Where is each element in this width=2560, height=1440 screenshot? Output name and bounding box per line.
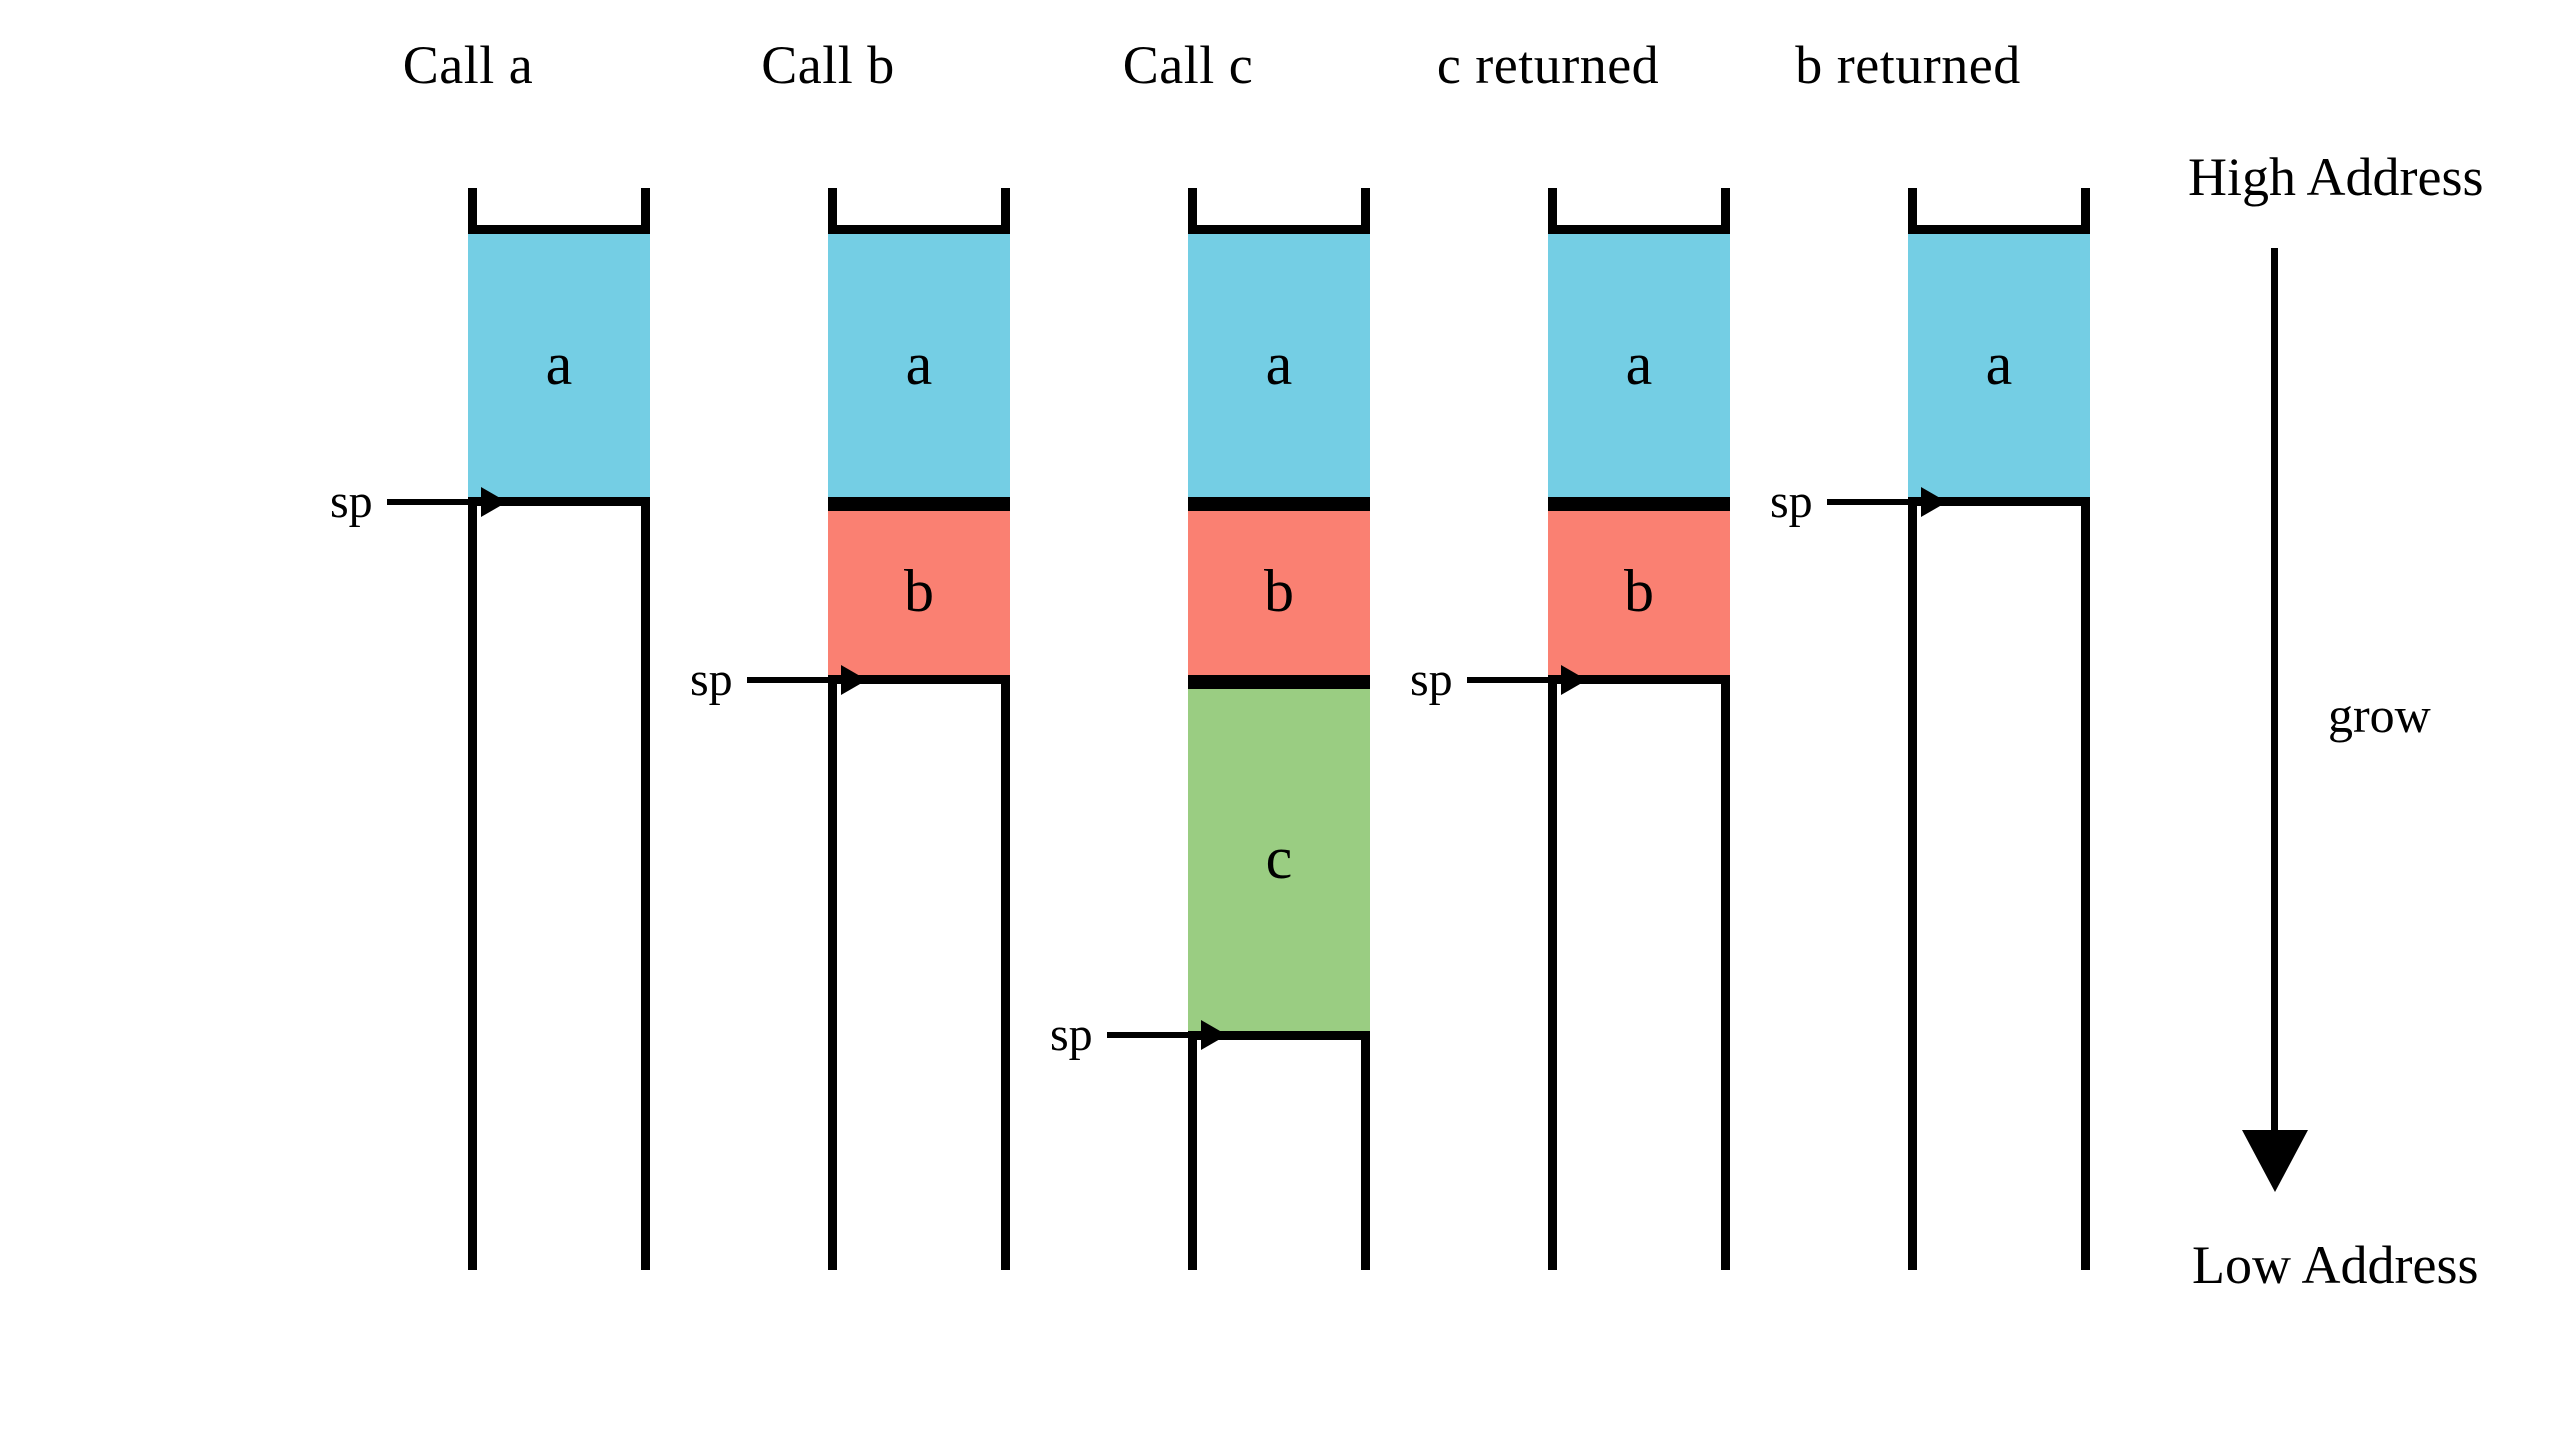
- sp-arrow-icon: [746, 677, 865, 683]
- sp-label: sp: [330, 475, 373, 528]
- column-wall-left-call-a: [468, 188, 477, 1270]
- low-address-label: Low Address: [2192, 1235, 2479, 1295]
- stack-frame-label: a: [1985, 330, 2013, 397]
- column-wall-left-call-b: [828, 188, 837, 1270]
- sp-label: sp: [690, 653, 733, 706]
- sp-pointer-b-returned: sp: [1770, 472, 1945, 532]
- column-wall-left-c-returned: [1548, 188, 1557, 1270]
- stack-frame-label: c: [1265, 825, 1293, 891]
- sp-pointer-call-a: sp: [330, 472, 505, 532]
- sp-pointer-call-c: sp: [1050, 1005, 1225, 1065]
- stack-frame-b-c-returned: b: [1548, 502, 1730, 684]
- column-header-call-c: Call c: [1122, 35, 1254, 95]
- sp-label: sp: [1050, 1008, 1093, 1061]
- stack-frame-a-call-a: a: [468, 225, 650, 506]
- sp-pointer-c-returned: sp: [1410, 650, 1585, 710]
- column-wall-left-b-returned: [1908, 188, 1917, 1270]
- grow-direction-label: grow: [2328, 687, 2431, 743]
- sp-arrow-icon: [1466, 677, 1585, 683]
- column-header-call-b: Call b: [761, 35, 895, 95]
- stack-frame-a-b-returned: a: [1908, 225, 2090, 506]
- stack-frame-a-call-b: a: [828, 225, 1010, 506]
- column-wall-right-c-returned: [1721, 188, 1730, 1270]
- column-header-b-returned: b returned: [1795, 35, 2021, 95]
- stack-frame-b-call-c: b: [1188, 502, 1370, 684]
- sp-arrow-icon: [1106, 1032, 1225, 1038]
- stack-frame-c-call-c: c: [1188, 680, 1370, 1040]
- column-wall-right-call-a: [641, 188, 650, 1270]
- sp-arrow-icon: [1826, 499, 1945, 505]
- high-address-label: High Address: [2188, 147, 2484, 207]
- stack-frame-label: a: [545, 330, 573, 397]
- grow-arrow-head-icon: [2242, 1130, 2308, 1192]
- sp-label: sp: [1410, 653, 1453, 706]
- stack-frame-label: b: [1264, 558, 1294, 624]
- sp-arrow-icon: [386, 499, 505, 505]
- stack-frame-a-c-returned: a: [1548, 225, 1730, 506]
- stack-frame-label: b: [1624, 558, 1654, 624]
- stack-frame-a-call-c: a: [1188, 225, 1370, 506]
- column-header-call-a: Call a: [402, 35, 534, 95]
- stack-frame-b-call-b: b: [828, 502, 1010, 684]
- stack-frame-label: a: [1625, 330, 1653, 397]
- stack-frame-label: a: [1265, 330, 1293, 397]
- sp-pointer-call-b: sp: [690, 650, 865, 710]
- column-wall-right-call-b: [1001, 188, 1010, 1270]
- grow-arrow-shaft: [2271, 248, 2278, 1138]
- column-header-c-returned: c returned: [1436, 35, 1660, 95]
- sp-label: sp: [1770, 475, 1813, 528]
- column-wall-right-b-returned: [2081, 188, 2090, 1270]
- stack-frame-label: a: [905, 330, 933, 397]
- stack-frame-label: b: [904, 558, 934, 624]
